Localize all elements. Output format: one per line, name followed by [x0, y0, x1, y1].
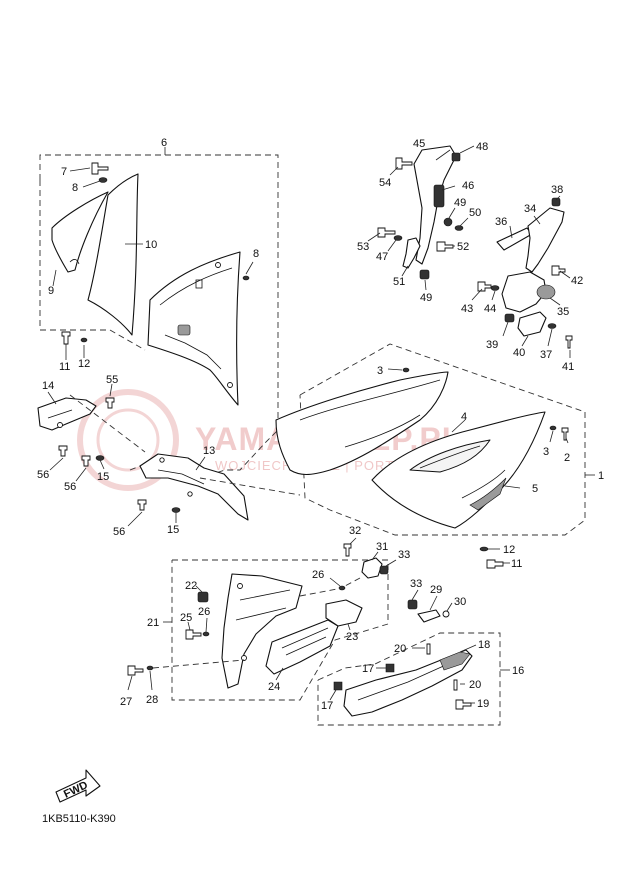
callout-10: 10: [145, 239, 157, 251]
callout-33: 33: [410, 578, 422, 590]
callout-24: 24: [268, 681, 280, 693]
callout-6: 6: [161, 137, 167, 149]
callout-20: 20: [394, 643, 406, 655]
callout-28: 28: [146, 694, 158, 706]
callout-56: 56: [113, 526, 125, 538]
fwd-arrow-icon: FWD: [55, 769, 101, 803]
callout-41: 41: [562, 361, 574, 373]
callout-45: 45: [413, 138, 425, 150]
callout-50: 50: [469, 207, 481, 219]
callout-17: 17: [362, 663, 374, 675]
callout-46: 46: [462, 180, 474, 192]
callout-12: 12: [78, 358, 90, 370]
callout-48: 48: [476, 141, 488, 153]
callout-49: 49: [454, 197, 466, 209]
bolt-7: [69, 162, 109, 175]
callout-13: 13: [203, 445, 215, 457]
callout-labels: 1 2 3 3 4 5 6 7 8 8 9 10 11 11 12 12 13 …: [37, 137, 604, 712]
callout-47: 47: [376, 251, 388, 263]
callout-15: 15: [167, 524, 179, 536]
callout-8: 8: [72, 182, 78, 194]
callout-9: 9: [48, 285, 54, 297]
callout-19: 19: [477, 698, 489, 710]
callout-53: 53: [357, 241, 369, 253]
callout-38: 38: [551, 184, 563, 196]
callout-30: 30: [454, 596, 466, 608]
callout-36: 36: [495, 216, 507, 228]
callout-3: 3: [377, 365, 383, 377]
callout-31: 31: [376, 541, 388, 553]
callout-37: 37: [540, 349, 552, 361]
callout-15: 15: [97, 471, 109, 483]
fwd-label: FWD: [62, 779, 90, 800]
callout-42: 42: [571, 275, 583, 287]
callout-16: 16: [512, 665, 524, 677]
side-panel-5: [371, 411, 546, 529]
callout-25: 25: [180, 612, 192, 624]
callout-26: 26: [198, 606, 210, 618]
callout-56: 56: [37, 469, 49, 481]
callout-20: 20: [469, 679, 481, 691]
windshield-screen: [51, 191, 109, 273]
callout-40: 40: [513, 347, 525, 359]
callout-54: 54: [379, 177, 391, 189]
callout-21: 21: [147, 617, 159, 629]
callout-18: 18: [478, 639, 490, 651]
callout-26: 26: [312, 569, 324, 581]
inner-panel: [147, 251, 241, 406]
side-cowling-4: [275, 371, 449, 476]
callout-7: 7: [61, 166, 67, 178]
mirror-stay-group: [367, 145, 573, 358]
stay-group: [37, 383, 249, 527]
callout-27: 27: [120, 696, 132, 708]
lower-cowling-group: [317, 589, 510, 726]
callout-43: 43: [461, 303, 473, 315]
callout-56: 56: [64, 481, 76, 493]
bracket-14: [37, 397, 97, 431]
stay-36: [496, 227, 533, 251]
under-cowling-group: [127, 559, 389, 701]
callout-2: 2: [564, 452, 570, 464]
side-cowling-group: [275, 343, 595, 569]
callout-17: 17: [321, 700, 333, 712]
under-cowling-panel: [221, 573, 303, 689]
callout-4: 4: [461, 411, 467, 423]
callout-11: 11: [511, 558, 522, 570]
callout-3: 3: [543, 446, 549, 458]
callout-49: 49: [420, 292, 432, 304]
windscreen: [87, 173, 139, 336]
callout-29: 29: [430, 584, 442, 596]
callout-8: 8: [253, 248, 259, 260]
stay-13: [139, 453, 249, 521]
callout-55: 55: [106, 374, 118, 386]
callout-52: 52: [457, 241, 469, 253]
callout-12: 12: [503, 544, 515, 556]
callout-51: 51: [393, 276, 405, 288]
callout-5: 5: [532, 483, 538, 495]
washer-8: [82, 177, 108, 188]
callout-33: 33: [398, 549, 410, 561]
callout-23: 23: [346, 631, 358, 643]
callout-44: 44: [484, 303, 496, 315]
clip-group-31: [343, 537, 397, 587]
diagram-code: 1KB5110-K390: [42, 813, 116, 825]
callout-11: 11: [59, 361, 70, 373]
callout-14: 14: [42, 380, 54, 392]
stay-34: [525, 207, 565, 273]
callout-1: 1: [598, 470, 604, 482]
lower-cowling: [343, 649, 473, 717]
callout-39: 39: [486, 339, 498, 351]
callout-32: 32: [349, 525, 361, 537]
callout-22: 22: [185, 580, 197, 592]
callout-35: 35: [557, 306, 569, 318]
callout-34: 34: [524, 203, 536, 215]
windshield-group: [39, 147, 279, 479]
